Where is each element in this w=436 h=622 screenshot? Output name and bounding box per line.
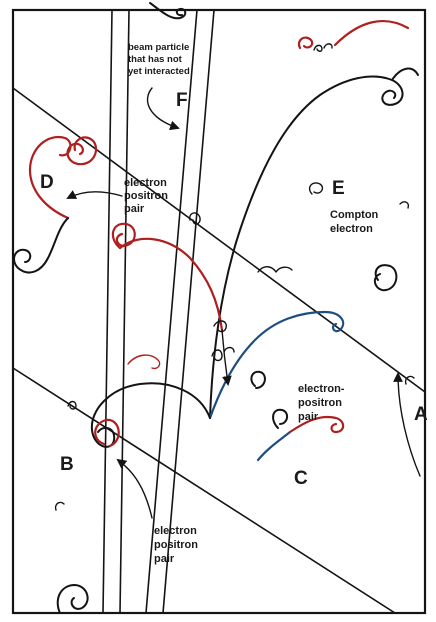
beam-track-f-1 bbox=[145, 9, 198, 614]
spiral-d-red bbox=[66, 136, 98, 166]
c-annotation-line2: positron bbox=[298, 397, 342, 409]
spiral-blue-end bbox=[250, 370, 266, 389]
spiral-mid-3 bbox=[213, 320, 227, 333]
beam-track-f-2 bbox=[162, 9, 215, 614]
spiral-c-left bbox=[272, 408, 288, 429]
spiral-top-right-3 bbox=[323, 43, 333, 49]
upper-diagonal-boundary bbox=[12, 87, 426, 393]
track-e-black-upper bbox=[391, 67, 419, 81]
c-annotation-line3: pair bbox=[298, 411, 319, 423]
track-c-blue bbox=[256, 430, 292, 462]
label-c: C bbox=[294, 468, 308, 489]
spiral-mid-11 bbox=[54, 501, 65, 511]
arrow-b bbox=[116, 458, 153, 519]
compton-annotation-line1: Compton bbox=[330, 209, 379, 221]
beam-track-left-2 bbox=[119, 9, 130, 614]
d-annotation-line1: electron bbox=[124, 177, 167, 189]
spiral-top-center bbox=[149, 2, 187, 20]
chamber-frame bbox=[11, 8, 427, 615]
spiral-left-small bbox=[67, 400, 77, 410]
spiral-mid-9 bbox=[399, 201, 410, 209]
spiral-mid-2 bbox=[257, 266, 293, 273]
track-d-red bbox=[28, 135, 72, 220]
spiral-mid-10 bbox=[404, 375, 415, 385]
arrow-pair-center bbox=[221, 329, 232, 386]
arrow-f bbox=[146, 87, 180, 131]
label-e: E bbox=[332, 178, 345, 199]
track-c-red bbox=[288, 415, 345, 434]
spiral-mid-4 bbox=[211, 349, 223, 362]
track-top-right-red bbox=[333, 20, 410, 47]
label-a: A bbox=[414, 404, 428, 425]
label-b: B bbox=[60, 454, 74, 475]
d-annotation-line3: pair bbox=[124, 203, 145, 215]
beam-track-left-1 bbox=[102, 9, 113, 614]
spiral-b-red bbox=[94, 418, 120, 448]
beam-annotation-line2: that has not bbox=[128, 54, 183, 65]
spiral-top-right bbox=[297, 36, 314, 50]
b-annotation-line1: electron bbox=[154, 525, 197, 537]
label-f: F bbox=[176, 90, 188, 111]
spiral-center-red bbox=[111, 222, 136, 250]
spiral-mid-red-6 bbox=[127, 354, 161, 370]
compton-annotation-line2: electron bbox=[330, 223, 373, 235]
d-annotation-line2: positron bbox=[124, 190, 168, 202]
b-annotation-line3: pair bbox=[154, 553, 175, 565]
spiral-mid-1 bbox=[189, 212, 201, 225]
spiral-mid-8 bbox=[373, 264, 398, 292]
beam-annotation-line3: yet interacted bbox=[128, 66, 190, 77]
track-e-long bbox=[209, 75, 404, 419]
track-b-arc bbox=[90, 382, 211, 448]
track-center-red bbox=[118, 237, 224, 332]
label-d: D bbox=[40, 172, 54, 193]
spiral-d-black bbox=[13, 217, 69, 274]
b-annotation-line2: positron bbox=[154, 539, 198, 551]
track-blue-pair bbox=[208, 310, 345, 420]
spiral-bottom-left bbox=[56, 584, 89, 614]
beam-annotation-line1: beam particle bbox=[128, 42, 189, 53]
arrow-a bbox=[393, 372, 421, 477]
arrow-d bbox=[66, 190, 123, 199]
c-annotation-line1: electron- bbox=[298, 383, 345, 395]
spiral-top-right-2 bbox=[313, 44, 323, 52]
lower-diagonal-boundary bbox=[12, 367, 396, 614]
spiral-mid-7 bbox=[308, 182, 324, 195]
spiral-mid-5 bbox=[223, 346, 235, 353]
